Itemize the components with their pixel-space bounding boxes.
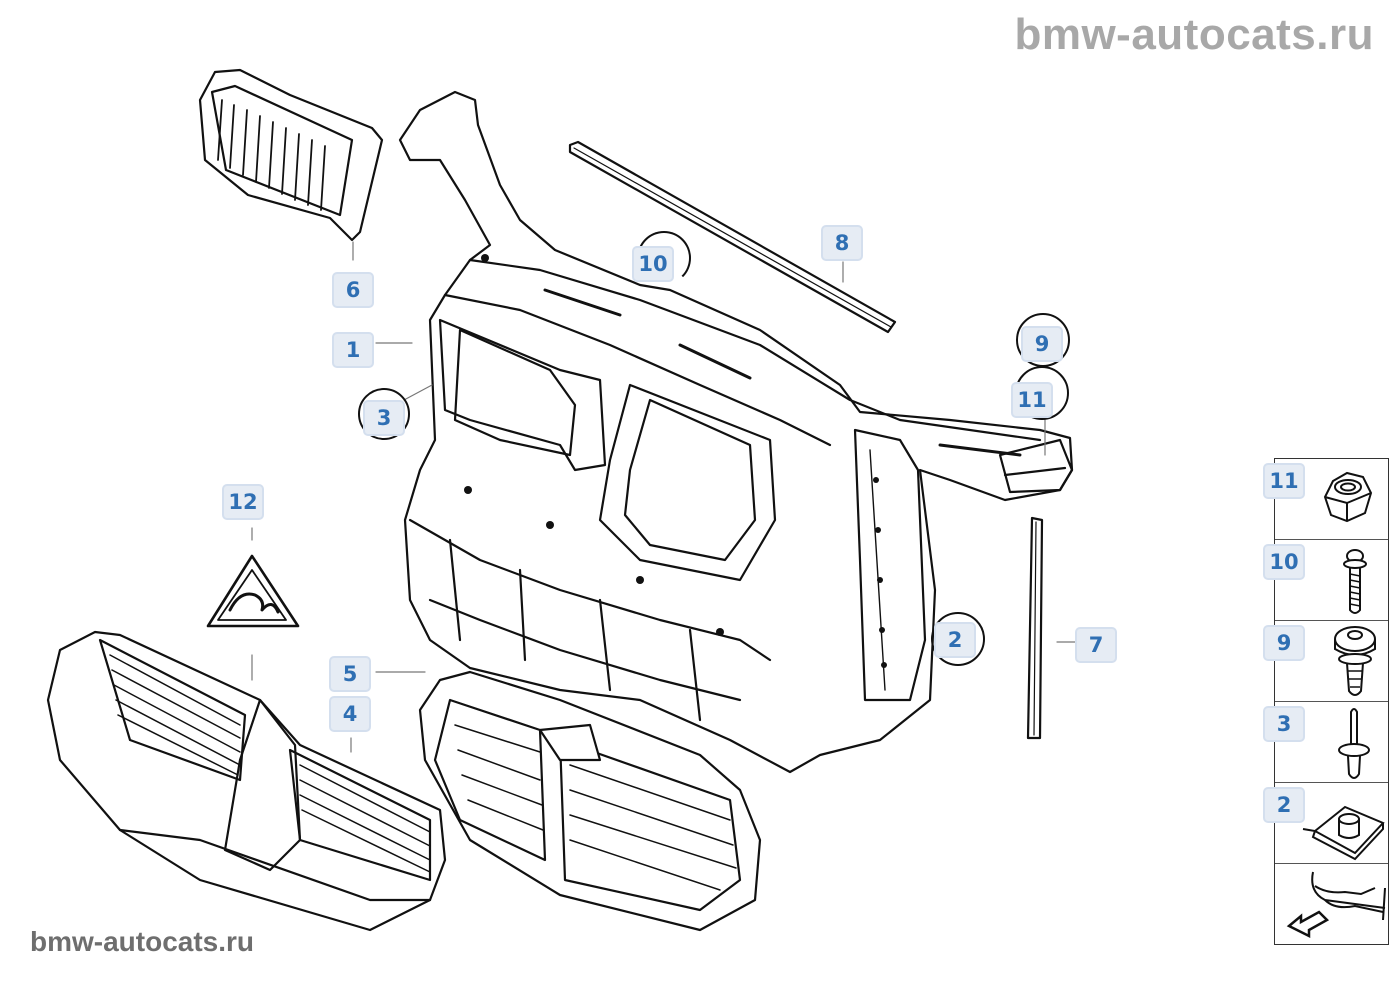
callout-10[interactable]: 10 [632,246,674,282]
watermark-bottom: bmw-autocats.ru [30,926,255,957]
callout-5[interactable]: 5 [329,656,371,692]
expanding-rivet-icon [1338,708,1370,779]
callout-7[interactable]: 7 [1075,627,1117,663]
legend-item-9[interactable]: 9 [1263,621,1388,702]
legend-item-10[interactable]: 10 [1263,540,1388,621]
callout-1[interactable]: 1 [332,332,374,368]
watermark-top: bmw-autocats.ru [1014,10,1374,59]
hex-bolt-icon [1343,549,1367,614]
callout-ring-2 [931,612,985,666]
callout-3[interactable]: 3 [363,400,405,436]
part-air-inlet-grille[interactable] [198,68,384,242]
callout-8[interactable]: 8 [821,225,863,261]
callout-4[interactable]: 4 [329,696,371,732]
part-front-panel-carrier[interactable] [398,90,1074,774]
callout-12[interactable]: 12 [222,484,264,520]
part-air-duct-left[interactable] [46,630,447,932]
part-air-duct-right[interactable] [418,670,762,932]
part-side-seal-strip[interactable] [1026,516,1044,740]
legend-label: 9 [1263,625,1305,661]
callout-6[interactable]: 6 [332,272,374,308]
part-upper-seal-strip[interactable] [568,140,897,334]
hex-nut-icon [1323,471,1373,523]
callout-ring-3 [358,388,410,440]
callout-11[interactable]: 11 [1011,382,1053,418]
legend-label: 2 [1263,787,1305,823]
legend-label: 3 [1263,706,1305,742]
callout-9[interactable]: 9 [1021,326,1063,362]
callout-2[interactable]: 2 [934,622,976,658]
clip-nut-icon [1302,805,1385,861]
fastener-legend: 11 10 9 3 2 [1263,458,1389,945]
screw-washer-icon [1334,626,1376,696]
legend-label: 11 [1263,463,1305,499]
legend-label: 10 [1263,544,1305,580]
part-warning-label[interactable] [206,554,300,628]
vehicle-front-arrow-icon [1286,871,1386,939]
legend-item-11[interactable]: 11 [1263,459,1388,540]
legend-item-3[interactable]: 3 [1263,702,1388,783]
legend-item-vehicle-front[interactable] [1275,864,1388,944]
legend-item-2[interactable]: 2 [1263,783,1388,864]
